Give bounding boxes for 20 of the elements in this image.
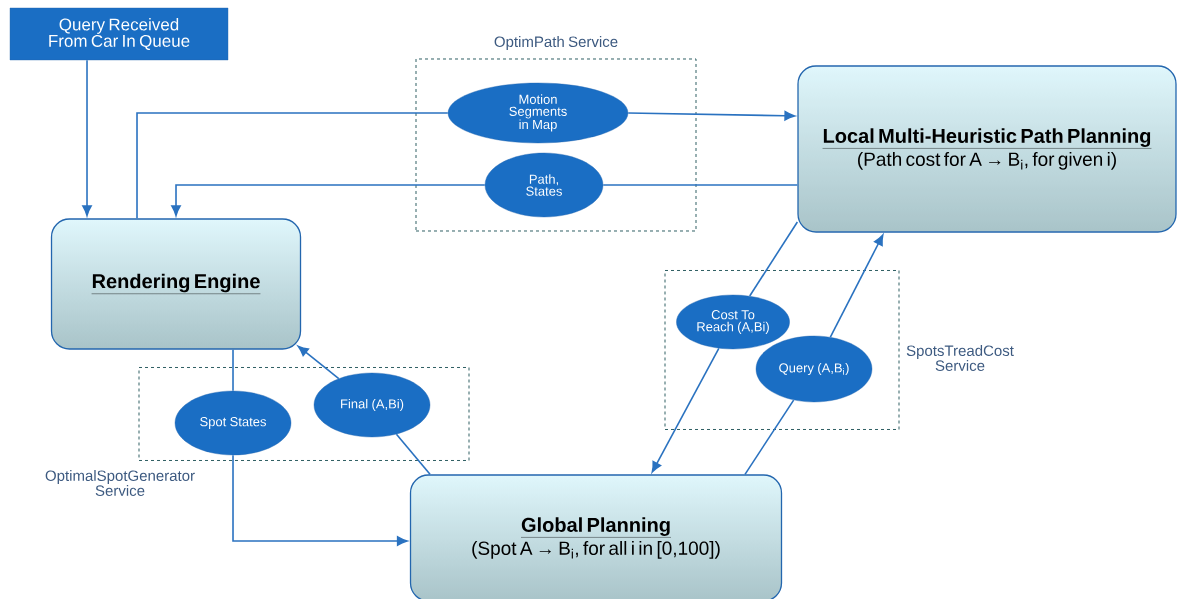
connector-line bbox=[232, 348, 234, 392]
service-label: OptimPath Service bbox=[494, 36, 618, 50]
process-box: Rendering Engine bbox=[50, 218, 302, 350]
connector-line bbox=[395, 433, 431, 476]
arrow bbox=[232, 454, 408, 546]
arrow bbox=[297, 345, 340, 380]
connector-line bbox=[602, 184, 799, 186]
service-label: SpotsTreadCost Service bbox=[906, 345, 1014, 371]
service-label: OptimalSpotGenerator Service bbox=[45, 470, 195, 496]
query-box: Query Received From Car In Queue bbox=[9, 7, 229, 61]
connector-line bbox=[744, 399, 795, 476]
arrow bbox=[171, 184, 486, 217]
connector-line bbox=[136, 112, 449, 220]
arrow bbox=[829, 234, 884, 338]
connector-line bbox=[748, 221, 799, 297]
arrow bbox=[82, 59, 92, 217]
arrow bbox=[627, 110, 796, 121]
arrow bbox=[651, 347, 720, 473]
process-box: Local Multi-Heuristic Path Planning (Path cost for A → B$_{i}$, for given i) bbox=[797, 65, 1177, 233]
process-box: Global Planning (Spot A → B$_{i}$, for all i in [0,100]) bbox=[409, 474, 783, 599]
